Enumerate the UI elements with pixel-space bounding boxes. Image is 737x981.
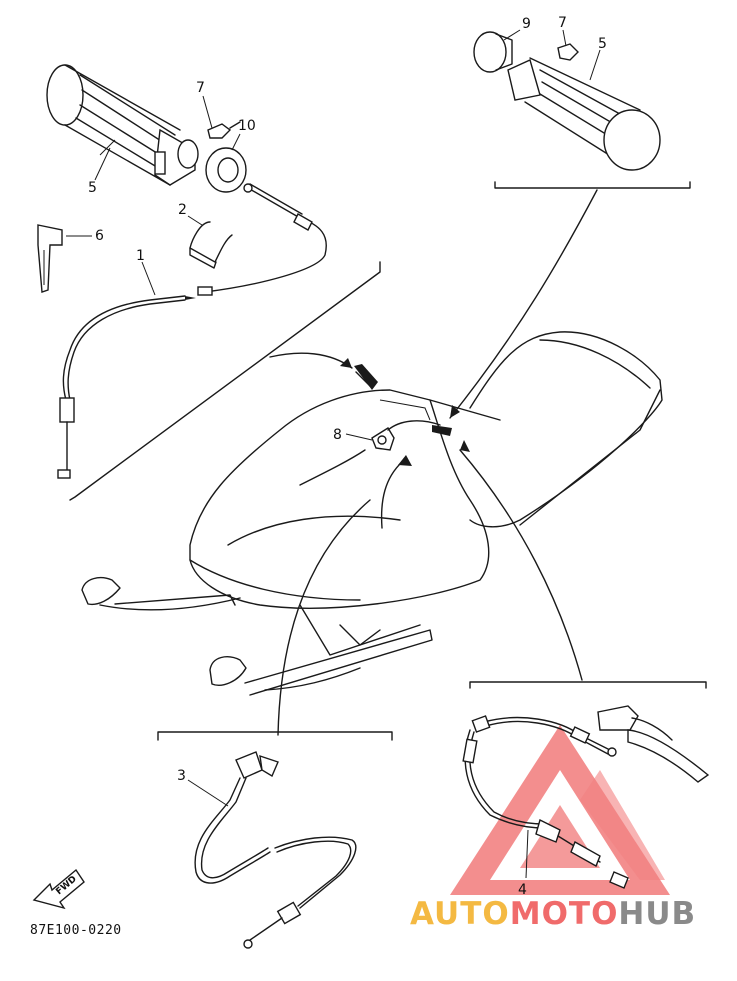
watermark-logo	[450, 725, 670, 895]
watermark-text: AUTOMOTOHUB	[410, 896, 696, 932]
watermark-moto: MOTO	[509, 896, 619, 932]
callout-4: 4	[518, 882, 527, 898]
part-1-throttle-cable	[57, 183, 327, 479]
part-7-left	[207, 121, 241, 139]
right-grip	[507, 57, 661, 171]
callout-7-left: 7	[196, 80, 205, 96]
snowmobile-body	[81, 331, 663, 696]
watermark-hub: HUB	[618, 896, 697, 932]
callout-10: 10	[238, 118, 256, 134]
callout-1: 1	[136, 248, 145, 264]
part-9-grip-end	[473, 31, 513, 73]
part-10-washer	[205, 147, 247, 193]
panel-outlines	[69, 181, 707, 741]
callout-3: 3	[177, 768, 186, 784]
part-7-right	[557, 43, 579, 61]
callout-9: 9	[522, 16, 531, 32]
callout-5-right: 5	[598, 36, 607, 52]
watermark-auto: AUTO	[410, 896, 510, 932]
callout-2: 2	[178, 202, 187, 218]
part-4-lever-cable	[462, 705, 710, 889]
callout-7-right: 7	[558, 15, 567, 31]
callout-8: 8	[333, 427, 342, 443]
part-3-cable	[194, 751, 357, 949]
part-6-key	[37, 224, 63, 293]
callout-6: 6	[95, 228, 104, 244]
part-8-guide	[354, 364, 452, 451]
callout-5-left: 5	[88, 180, 97, 196]
callouts: 5 7 10 2 6 1 9 7 5 8 3 4	[66, 15, 607, 898]
part-2-clip	[189, 221, 233, 269]
left-grip	[46, 64, 199, 186]
diagram-code: 87E100-0220	[30, 923, 122, 938]
fwd-arrow: FWD	[32, 868, 85, 910]
